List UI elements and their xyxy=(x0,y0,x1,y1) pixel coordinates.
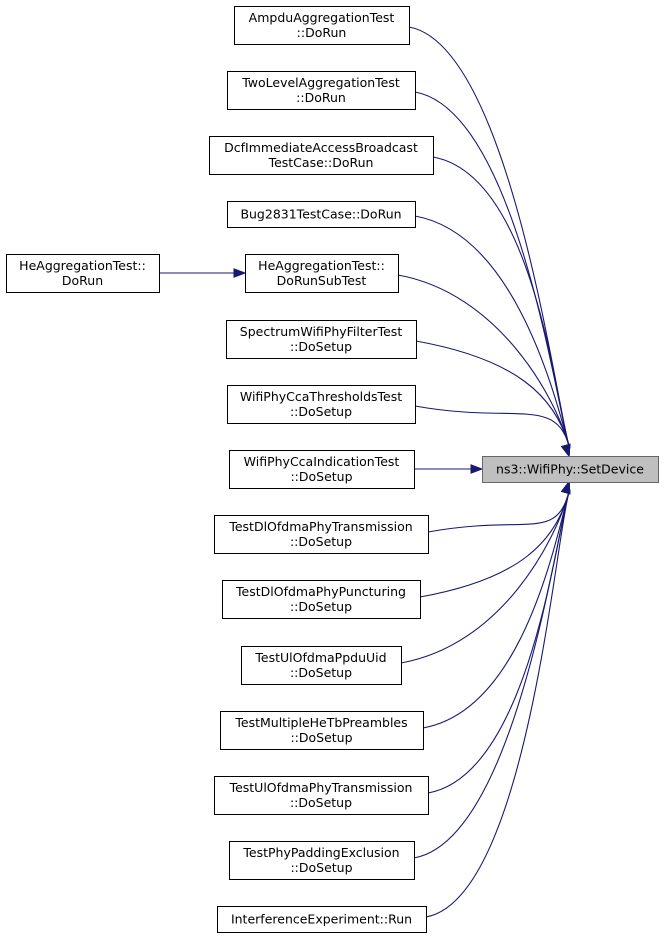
node-label: AmpduAggregationTest xyxy=(249,10,395,25)
node-target[interactable]: ns3::WifiPhy::SetDevice xyxy=(482,456,659,483)
edge-dltx xyxy=(427,491,570,533)
node-padding[interactable]: TestPhyPaddingExclusion::DoSetup xyxy=(229,841,415,880)
node-box xyxy=(227,201,416,228)
node-label: DoRunSubTest xyxy=(277,273,367,288)
node-label: InterferenceExperiment::Run xyxy=(231,912,412,927)
node-label: ::DoSetup xyxy=(290,534,352,549)
node-dltx[interactable]: TestDlOfdmaPhyTransmission::DoSetup xyxy=(214,515,429,554)
node-box xyxy=(6,254,160,293)
node-label: ::DoSetup xyxy=(290,665,352,680)
node-label: ::DoRun xyxy=(297,25,347,40)
node-twolevel[interactable]: TwoLevelAggregationTest::DoRun xyxy=(227,71,416,110)
node-label: HeAggregationTest:: xyxy=(19,258,146,273)
node-label: DoRun xyxy=(62,273,103,288)
node-label: ns3::WifiPhy::SetDevice xyxy=(496,462,644,477)
node-label: TestMultipleHeTbPreambles xyxy=(234,715,407,730)
node-label: ::DoSetup xyxy=(290,860,352,875)
node-label: Bug2831TestCase::DoRun xyxy=(240,207,401,222)
node-label: ::DoSetup xyxy=(290,469,352,484)
node-label: TestPhyPaddingExclusion xyxy=(242,845,399,860)
node-box xyxy=(245,254,399,293)
node-label: TestUlOfdmaPpduUid xyxy=(254,650,386,665)
node-label: DcfImmediateAccessBroadcast xyxy=(224,140,418,155)
edge-hesub xyxy=(397,274,570,447)
edge-dcf xyxy=(432,156,570,447)
node-label: WifiPhyCcaThresholdsTest xyxy=(240,389,402,404)
node-dcf[interactable]: DcfImmediateAccessBroadcastTestCase::DoR… xyxy=(209,136,434,175)
edge-padding xyxy=(413,491,570,859)
node-ulppdu[interactable]: TestUlOfdmaPpduUid::DoSetup xyxy=(241,646,402,685)
edge-interf xyxy=(425,491,570,918)
node-ccathresh[interactable]: WifiPhyCcaThresholdsTest::DoSetup xyxy=(227,385,416,424)
edge-ultx xyxy=(427,491,570,794)
call-edges xyxy=(160,26,571,918)
node-label: HeAggregationTest:: xyxy=(258,258,385,273)
node-label: SpectrumWifiPhyFilterTest xyxy=(240,324,403,339)
node-label: TestDlOfdmaPhyTransmission xyxy=(228,519,412,534)
node-label: ::DoSetup xyxy=(290,795,352,810)
node-label: WifiPhyCcaIndicationTest xyxy=(244,454,400,469)
edge-spectrum xyxy=(415,340,570,447)
node-spectrum[interactable]: SpectrumWifiPhyFilterTest::DoSetup xyxy=(226,320,417,359)
arrowhead-ccaind xyxy=(470,464,484,474)
node-multihe[interactable]: TestMultipleHeTbPreambles::DoSetup xyxy=(220,711,424,750)
node-box xyxy=(229,450,415,489)
node-box xyxy=(234,6,410,45)
node-ampdu[interactable]: AmpduAggregationTest::DoRun xyxy=(234,6,410,45)
edge-ccathresh xyxy=(414,405,570,447)
node-label: ::DoRun xyxy=(296,90,346,105)
node-hesub[interactable]: HeAggregationTest::DoRunSubTest xyxy=(245,254,399,293)
node-ultx[interactable]: TestUlOfdmaPhyTransmission::DoSetup xyxy=(214,776,429,815)
node-dlpunct[interactable]: TestDlOfdmaPhyPuncturing::DoSetup xyxy=(222,580,421,619)
arrowhead-interf xyxy=(560,480,571,495)
node-box xyxy=(227,385,416,424)
node-box xyxy=(214,776,429,815)
node-box xyxy=(241,646,402,685)
graph-nodes: ns3::WifiPhy::SetDevice AmpduAggregationT… xyxy=(6,6,659,933)
node-label: TestUlOfdmaPhyTransmission xyxy=(229,780,413,795)
node-box xyxy=(222,580,421,619)
edge-multihe xyxy=(422,491,570,729)
node-box xyxy=(226,320,417,359)
node-ccaind[interactable]: WifiPhyCcaIndicationTest::DoSetup xyxy=(229,450,415,489)
node-box xyxy=(209,136,434,175)
node-label: TestDlOfdmaPhyPuncturing xyxy=(235,584,406,599)
node-label: ::DoSetup xyxy=(290,599,352,614)
node-box xyxy=(220,711,424,750)
node-box xyxy=(217,906,427,933)
edge-ulppdu xyxy=(400,491,570,664)
node-box xyxy=(227,71,416,110)
node-bug2831[interactable]: Bug2831TestCase::DoRun xyxy=(227,201,416,228)
node-box xyxy=(229,841,415,880)
node-interf[interactable]: InterferenceExperiment::Run xyxy=(217,906,427,933)
arrowhead-herun xyxy=(233,268,247,278)
node-label: ::DoSetup xyxy=(290,339,352,354)
edge-bug2831 xyxy=(414,215,570,447)
node-herun[interactable]: HeAggregationTest::DoRun xyxy=(6,254,160,293)
node-box xyxy=(482,456,659,483)
arrowhead-ccathresh xyxy=(560,443,571,458)
node-label: ::DoSetup xyxy=(290,404,352,419)
node-box xyxy=(214,515,429,554)
node-label: TwoLevelAggregationTest xyxy=(241,75,400,90)
node-label: TestCase::DoRun xyxy=(268,155,374,170)
edge-ampdu xyxy=(408,26,570,447)
node-label: ::DoSetup xyxy=(290,730,352,745)
